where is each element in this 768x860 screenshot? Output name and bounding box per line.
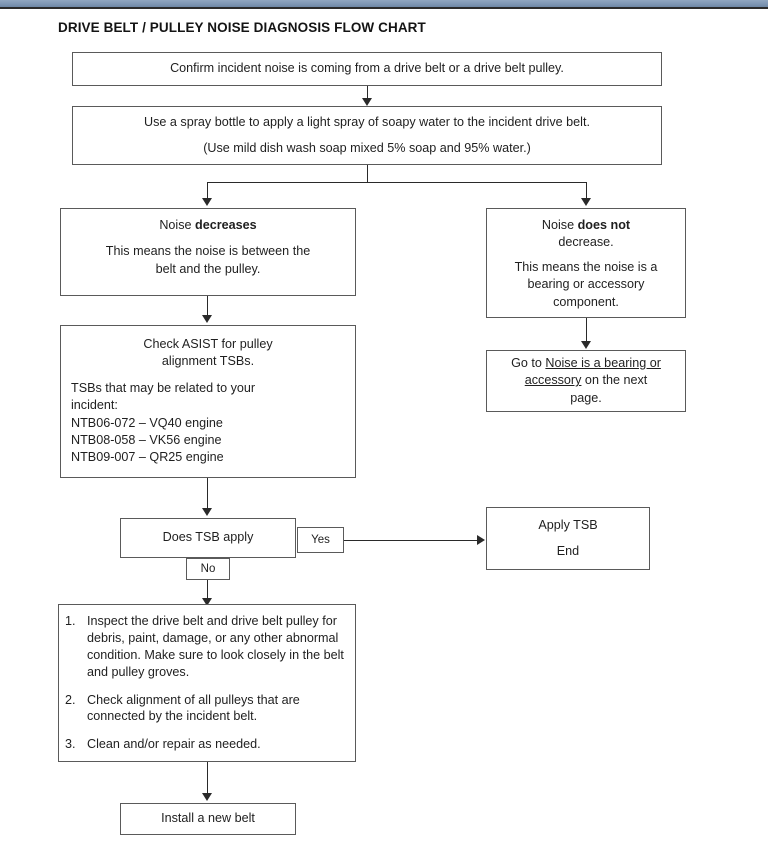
connector-not-decrease-to-next-page <box>586 318 587 342</box>
node-noise-decreases-body-line2: belt and the pulley. <box>155 261 261 276</box>
node-install-new-belt: Install a new belt <box>120 803 296 835</box>
arrowhead-to-inspect-steps <box>202 598 212 606</box>
node-apply-tsb-line1: Apply TSB <box>538 517 598 532</box>
node-noise-not-decrease-body-line2: bearing or accessory <box>527 277 645 292</box>
list-item: 1. Inspect the drive belt and drive belt… <box>65 613 347 681</box>
node-asist-tsb-0: NTB06-072 – VQ40 engine <box>71 415 223 430</box>
list-item: 3. Clean and/or repair as needed. <box>65 736 347 753</box>
node-install-belt-text: Install a new belt <box>161 811 255 826</box>
node-apply-soapy-water: Use a spray bottle to apply a light spra… <box>72 106 662 165</box>
noise-not-decrease-heading-prefix: Noise <box>541 218 578 232</box>
node-confirm-noise-source: Confirm incident noise is coming from a … <box>72 52 662 86</box>
node-asist-heading-line2: alignment TSBs. <box>161 354 255 369</box>
node-asist-tsb-2: NTB09-007 – QR25 engine <box>71 450 224 465</box>
inspect-step-3-number: 3. <box>65 737 76 752</box>
branch-label-no-text: No <box>200 563 216 575</box>
noise-not-decrease-heading-bold: does not <box>577 218 631 232</box>
inspect-step-1-number: 1. <box>65 614 76 628</box>
inspect-steps-list: 1. Inspect the drive belt and drive belt… <box>65 613 347 753</box>
page-title-text: DRIVE BELT / PULLEY NOISE DIAGNOSIS FLOW… <box>58 20 426 35</box>
arrowhead-to-install-belt <box>202 793 212 801</box>
node-noise-not-decrease-heading-suffix: decrease. <box>558 235 614 250</box>
arrowhead-to-next-page-box <box>581 341 591 349</box>
node-decision-does-tsb-apply: Does TSB apply <box>120 518 296 558</box>
node-confirm-text: Confirm incident noise is coming from a … <box>170 61 564 76</box>
node-spray-line1: Use a spray bottle to apply a light spra… <box>144 114 590 129</box>
noise-decreases-heading-prefix: Noise <box>159 218 196 232</box>
node-noise-does-not-decrease-heading: Noise does not <box>497 217 675 234</box>
arrowhead-to-noise-does-not-decrease <box>581 198 591 206</box>
spacer <box>71 371 345 380</box>
spacer <box>71 234 345 243</box>
connector-asist-to-decision <box>207 478 208 510</box>
connector-no-down <box>207 580 208 603</box>
arrowhead-to-noise-decreases <box>202 198 212 206</box>
node-next-page-line1: Go to Noise is a bearing or <box>497 355 675 372</box>
spacer <box>497 252 675 259</box>
node-noise-not-decrease-body-line1: This means the noise is a <box>514 259 658 274</box>
arrowhead-to-check-asist <box>202 315 212 323</box>
connector-split-left-drop <box>207 182 208 200</box>
connector-yes-to-apply-tsb <box>344 540 478 541</box>
next-page-suffix: on the next <box>581 373 648 388</box>
branch-label-yes: Yes <box>297 527 344 553</box>
inspect-step-3-text: Clean and/or repair as needed. <box>87 737 261 752</box>
node-noise-does-not-decrease: Noise does not decrease. This means the … <box>486 208 686 318</box>
node-noise-decreases-heading: Noise decreases <box>71 217 345 234</box>
list-item: 2. Check alignment of all pulleys that a… <box>65 692 347 726</box>
connector-split-horizontal <box>207 182 586 183</box>
inspect-step-2-number: 2. <box>65 692 76 707</box>
arrowhead-confirm-to-spray <box>362 98 372 106</box>
node-next-page-line2: accessory on the next <box>497 372 675 389</box>
branch-label-no: No <box>186 558 230 580</box>
node-noise-decreases-body-line1: This means the noise is between the <box>105 244 311 259</box>
node-asist-body-line2: incident: <box>71 398 118 413</box>
node-inspect-steps: 1. Inspect the drive belt and drive belt… <box>58 604 356 762</box>
branch-label-yes-text: Yes <box>311 534 330 546</box>
node-noise-decreases: Noise decreases This means the noise is … <box>60 208 356 296</box>
node-next-page-line3: page. <box>570 390 602 405</box>
next-page-prefix: Go to <box>511 355 546 370</box>
node-go-to-next-page: Go to Noise is a bearing or accessory on… <box>486 350 686 412</box>
node-decision-text: Does TSB apply <box>162 530 254 545</box>
node-spray-line2: (Use mild dish wash soap mixed 5% soap a… <box>203 141 531 155</box>
spacer <box>497 534 639 543</box>
inspect-step-2-text: Check alignment of all pulleys that are … <box>87 692 300 724</box>
page-title: DRIVE BELT / PULLEY NOISE DIAGNOSIS FLOW… <box>58 20 426 35</box>
next-page-link-part1[interactable]: Noise is a bearing or <box>545 355 661 370</box>
connector-inspect-to-install <box>207 762 208 795</box>
next-page-link-part2[interactable]: accessory <box>524 373 582 388</box>
node-asist-tsb-1: NTB08-058 – VK56 engine <box>71 432 222 447</box>
connector-split-right-drop <box>586 182 587 200</box>
connector-spray-down <box>367 165 368 182</box>
node-asist-body-line1: TSBs that may be related to your <box>71 380 256 395</box>
noise-decreases-heading-bold: decreases <box>195 218 257 232</box>
node-check-asist: Check ASIST for pulley alignment TSBs. T… <box>60 325 356 478</box>
node-noise-not-decrease-body-line3: component. <box>553 294 619 309</box>
connector-noise-decreases-to-asist <box>207 296 208 317</box>
arrowhead-to-decision <box>202 508 212 516</box>
top-decorative-band <box>0 0 768 9</box>
node-apply-tsb-line2: End <box>556 544 580 558</box>
connector-confirm-to-spray <box>367 86 368 100</box>
arrowhead-to-apply-tsb <box>477 535 485 545</box>
spacer <box>83 131 651 140</box>
inspect-step-1-text: Inspect the drive belt and drive belt pu… <box>87 614 344 679</box>
node-asist-heading-line1: Check ASIST for pulley <box>143 337 273 351</box>
node-apply-tsb-end: Apply TSB End <box>486 507 650 570</box>
